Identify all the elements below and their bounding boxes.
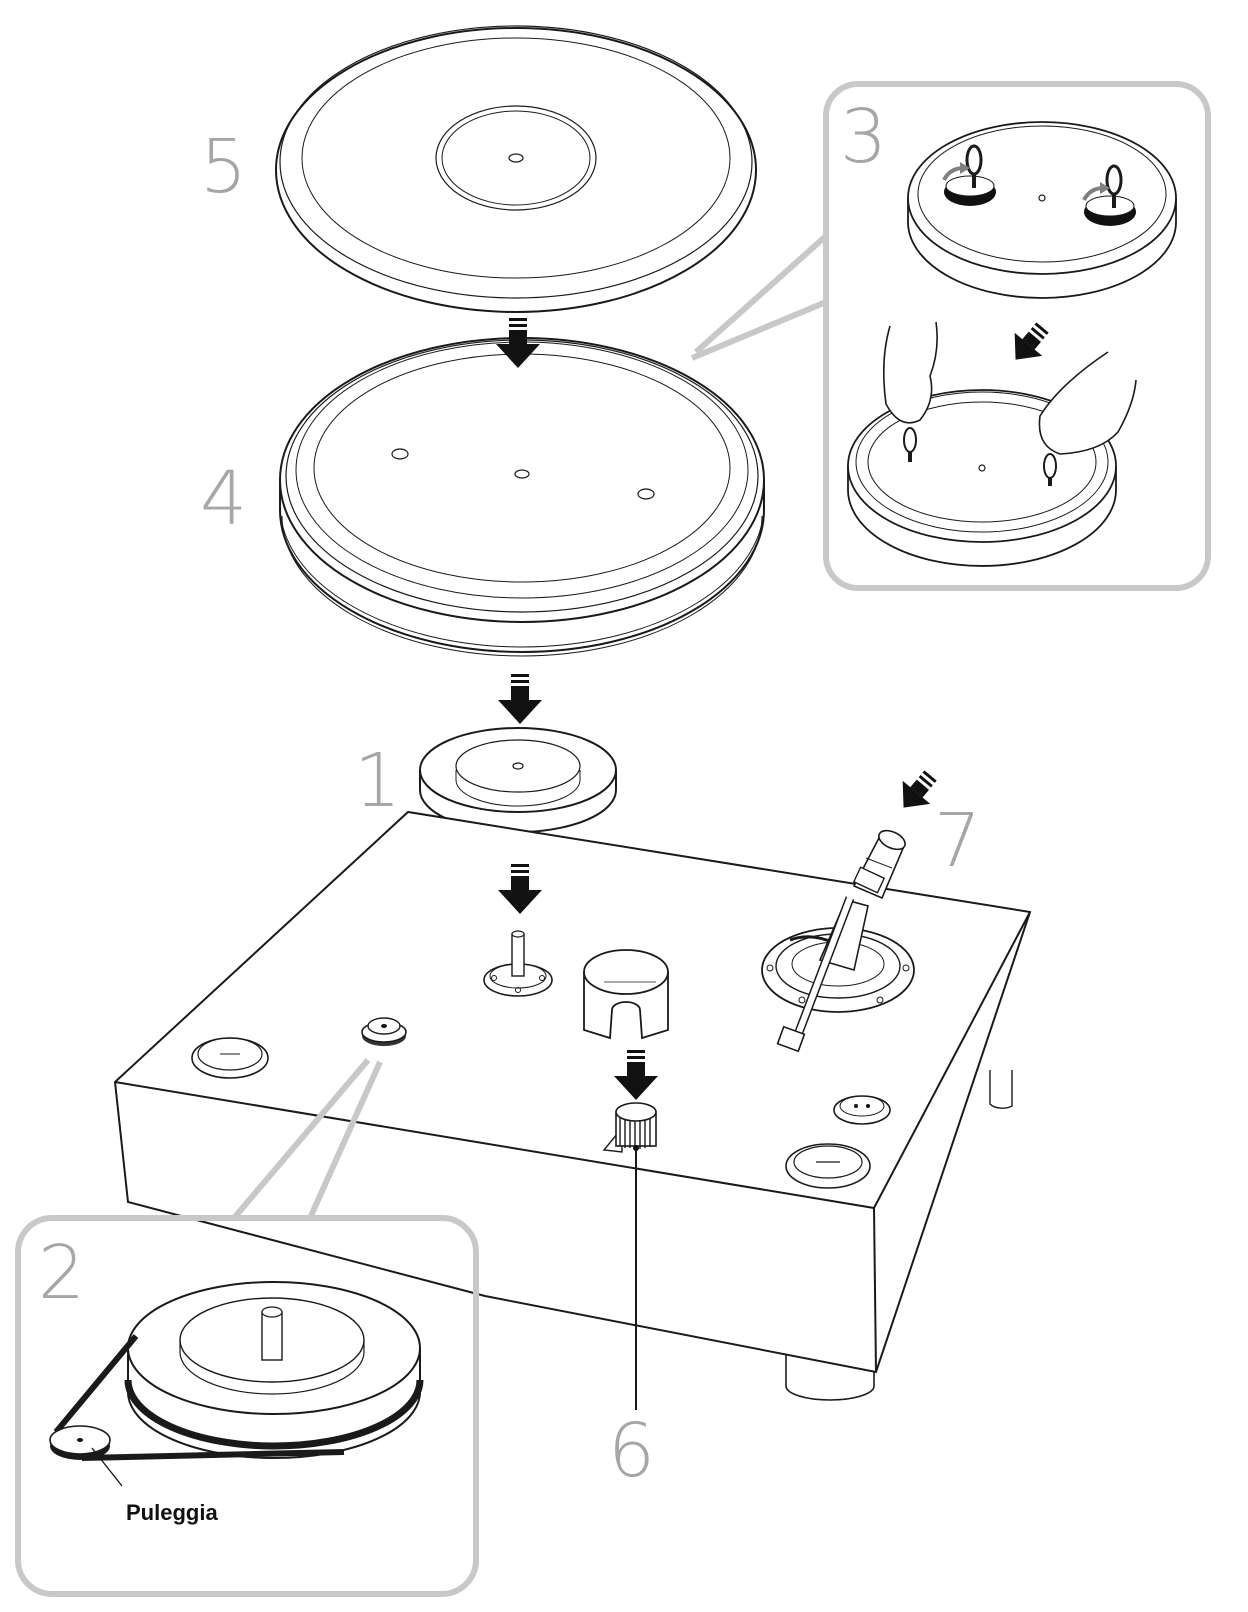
platter-with-eyebolts: [907, 121, 1177, 299]
arrow-icon: [498, 674, 542, 724]
step-number-4: 4: [200, 456, 247, 542]
step-number-5: 5: [200, 124, 247, 210]
motor-pulley: [361, 1017, 407, 1046]
sub-platter-with-belt: [49, 1281, 424, 1487]
speed-knob: [602, 1102, 657, 1410]
top-platter-mat: [275, 25, 757, 313]
speed-button: [833, 1095, 891, 1125]
power-button: [191, 1037, 269, 1079]
step-number-3: 3: [840, 94, 887, 180]
callout-eyebolt-handling: [690, 81, 1211, 591]
step-number-7: 7: [934, 798, 981, 884]
arrow-icon: [1001, 315, 1057, 372]
step-number-2: 2: [38, 1230, 85, 1316]
start-stop-button: [785, 1143, 871, 1189]
callout-belt-pulley: Puleggia: [15, 1058, 479, 1597]
step-number-1: 1: [354, 738, 401, 824]
platter-lifted-by-hands: [847, 321, 1137, 567]
tonearm: [761, 829, 915, 1053]
spindle-bearing: [483, 930, 553, 997]
sub-platter: [419, 727, 617, 833]
step-number-6: 6: [608, 1408, 655, 1494]
pulley-label: Puleggia: [126, 1500, 218, 1525]
spindle-cap: [583, 949, 669, 1040]
main-platter: [279, 337, 765, 657]
